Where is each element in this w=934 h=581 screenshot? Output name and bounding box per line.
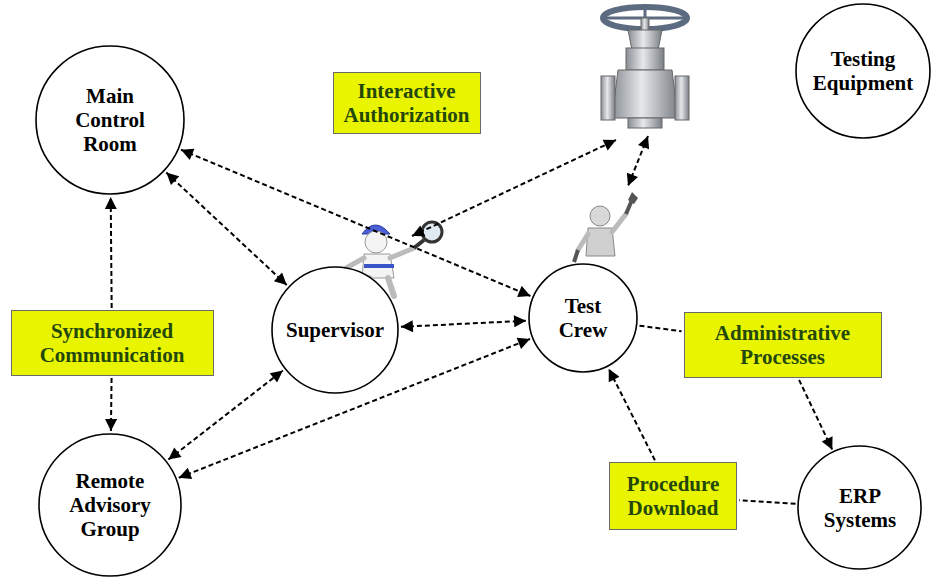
box-label: Interactive Authorization bbox=[342, 79, 472, 127]
circle-node: Test Crew bbox=[528, 263, 638, 373]
dashed-connector bbox=[166, 173, 286, 285]
circle-node: Supervisor bbox=[271, 266, 399, 394]
label-box: Synchronized Communication bbox=[11, 310, 214, 376]
node-label: ERP Systems bbox=[810, 484, 910, 532]
circle-node: ERP Systems bbox=[797, 445, 922, 570]
technician-figure bbox=[574, 192, 638, 262]
circle-node: Remote Advisory Group bbox=[38, 433, 182, 577]
label-box: Administrative Processes bbox=[684, 312, 882, 378]
box-label: Synchronized Communication bbox=[20, 319, 205, 367]
dashed-connector bbox=[799, 380, 832, 450]
node-label: Remote Advisory Group bbox=[60, 469, 160, 541]
node-label: Supervisor bbox=[286, 318, 384, 342]
dashed-connector bbox=[639, 326, 681, 332]
dashed-connector bbox=[401, 321, 526, 327]
box-label: Procedure Download bbox=[618, 472, 728, 520]
gate-valve bbox=[601, 7, 689, 128]
dashed-connector bbox=[739, 500, 796, 504]
dashed-connector bbox=[110, 378, 113, 431]
dashed-connector bbox=[168, 371, 282, 460]
authorization-arrow bbox=[412, 140, 616, 236]
label-box: Procedure Download bbox=[609, 462, 737, 530]
node-label: Main Control Room bbox=[60, 84, 160, 156]
dashed-connector bbox=[609, 369, 655, 460]
box-label: Administrative Processes bbox=[693, 321, 873, 369]
valve-work-arrow bbox=[628, 136, 648, 186]
circle-node: Testing Equipment bbox=[795, 3, 931, 139]
node-label: Test Crew bbox=[543, 294, 623, 342]
node-label: Testing Equipment bbox=[807, 47, 919, 95]
circle-node: Main Control Room bbox=[35, 45, 185, 195]
label-box: Interactive Authorization bbox=[333, 72, 481, 134]
dashed-connector bbox=[110, 197, 113, 308]
